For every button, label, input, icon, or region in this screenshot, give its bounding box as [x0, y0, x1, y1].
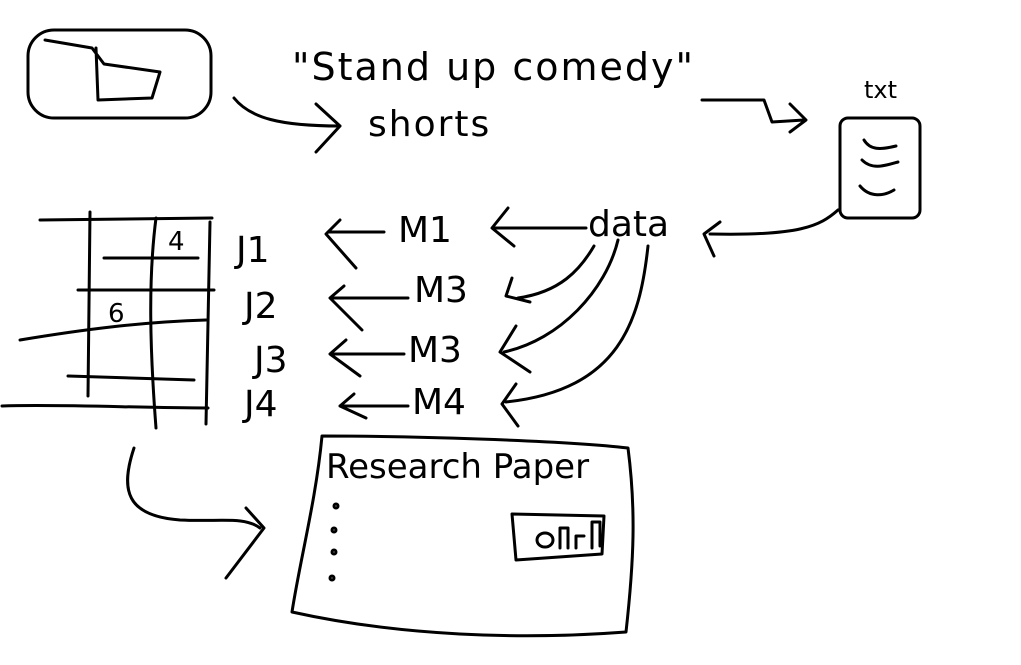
bar-chart-figure-icon — [510, 512, 606, 562]
paper-title: Research Paper — [326, 447, 589, 487]
data-label: data — [588, 204, 669, 245]
shorts-label: shorts — [368, 104, 491, 145]
arrow-title-to-txt — [700, 98, 808, 134]
model-label-2: M3 — [414, 270, 468, 311]
arrow-data-to-m2 — [504, 244, 596, 304]
paper-bullet-list — [328, 502, 340, 582]
model-label-4: M4 — [412, 382, 466, 423]
model-label-3: M3 — [408, 330, 462, 371]
judge-label-3: J3 — [252, 340, 288, 381]
title-label: "Stand up comedy" — [292, 45, 695, 89]
arrow-txt-to-data — [702, 208, 840, 258]
arrow-m1-to-j1 — [324, 218, 386, 270]
table-cell-value-1: 4 — [168, 227, 185, 257]
arrow-m3-to-j3 — [328, 338, 406, 378]
table-cell-value-2: 6 — [108, 299, 125, 329]
judge-label-2: J2 — [242, 286, 278, 327]
video-thumbnail-icon — [26, 28, 213, 120]
arrow-video-to-shorts — [232, 96, 342, 154]
arrow-m2-to-j2 — [328, 284, 410, 332]
research-paper-box — [290, 434, 635, 638]
text-file-icon — [838, 116, 922, 220]
arrow-data-to-m1 — [490, 206, 588, 248]
arrow-data-to-m4 — [500, 244, 650, 428]
judge-label-4: J4 — [242, 384, 278, 425]
arrow-data-to-m3 — [498, 238, 620, 374]
model-label-1: M1 — [398, 210, 452, 251]
score-table — [0, 210, 216, 430]
arrow-table-to-paper — [126, 446, 266, 580]
judge-label-1: J1 — [234, 230, 270, 271]
txt-label: txt — [864, 76, 897, 104]
arrow-m4-to-j4 — [338, 392, 410, 420]
